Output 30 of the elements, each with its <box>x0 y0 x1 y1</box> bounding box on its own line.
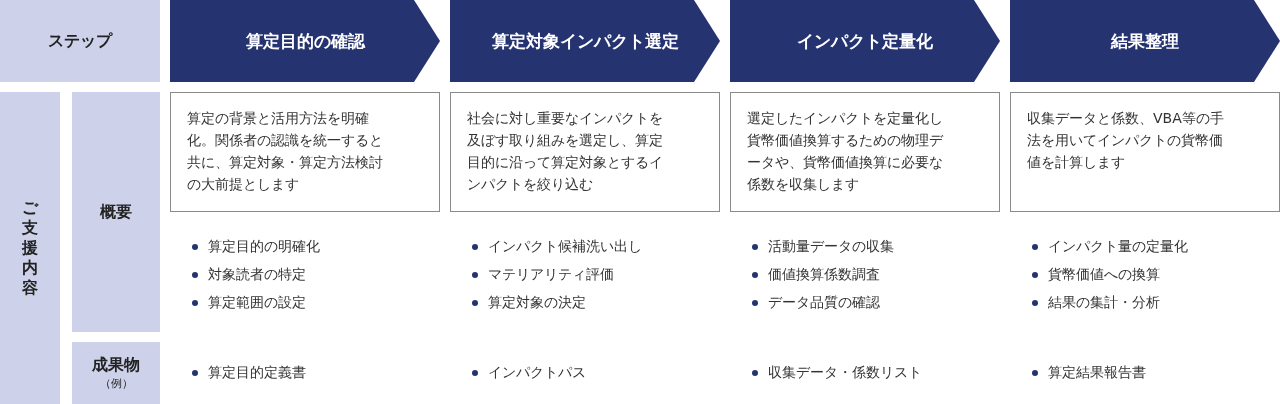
bullet-item: 価値換算係数調査 <box>750 266 880 284</box>
bullet-item: マテリアリティ評価 <box>470 266 614 284</box>
bullet-item: 活動量データの収集 <box>750 238 894 256</box>
bullet-item: 対象読者の特定 <box>190 266 306 284</box>
deliverable-item: 算定目的定義書 <box>190 364 306 382</box>
bullet-item: データ品質の確認 <box>750 294 880 312</box>
step-banner: インパクト定量化 <box>730 0 1000 82</box>
row-note: （例） <box>99 376 133 391</box>
step-banner: 算定対象インパクト選定 <box>450 0 720 82</box>
bullet-item: 算定範囲の設定 <box>190 294 306 312</box>
description-box: 収集データと係数、VBA等の手法を用いてインパクトの貨幣価値を計算します <box>1010 92 1280 212</box>
deliverable-item: インパクトパス <box>470 364 586 382</box>
bullet-item: 結果の集計・分析 <box>1030 294 1160 312</box>
deliverable-item: 収集データ・係数リスト <box>750 364 922 382</box>
step-banner: 算定目的の確認 <box>170 0 440 82</box>
row-header: 概要 <box>72 92 160 332</box>
row-header: ご支援内容 <box>0 92 60 404</box>
bullet-item: 算定対象の決定 <box>470 294 586 312</box>
row-header <box>72 342 160 404</box>
description-box: 社会に対し重要なインパクトを及ぼす取り組みを選定し、算定目的に沿って算定対象とするインパクトを絞り込む <box>450 92 720 212</box>
description-box: 選定したインパクトを定量化し貨幣価値換算するための物理データや、貨幣価値換算に必要な係数を収集します <box>730 92 1000 212</box>
step-banner: 結果整理 <box>1010 0 1280 82</box>
deliverable-item: 算定結果報告書 <box>1030 364 1146 382</box>
bullet-item: 貨幣価値への換算 <box>1030 266 1160 284</box>
bullet-item: 算定目的の明確化 <box>190 238 320 256</box>
row-title: 成果物 <box>92 355 140 376</box>
step-header: ステップ <box>0 0 160 82</box>
bullet-item: インパクト候補洗い出し <box>470 238 642 256</box>
bullet-item: インパクト量の定量化 <box>1030 238 1188 256</box>
description-box: 算定の背景と活用方法を明確化。関係者の認識を統一すると共に、算定対象・算定方法検討の大前提とします <box>170 92 440 212</box>
